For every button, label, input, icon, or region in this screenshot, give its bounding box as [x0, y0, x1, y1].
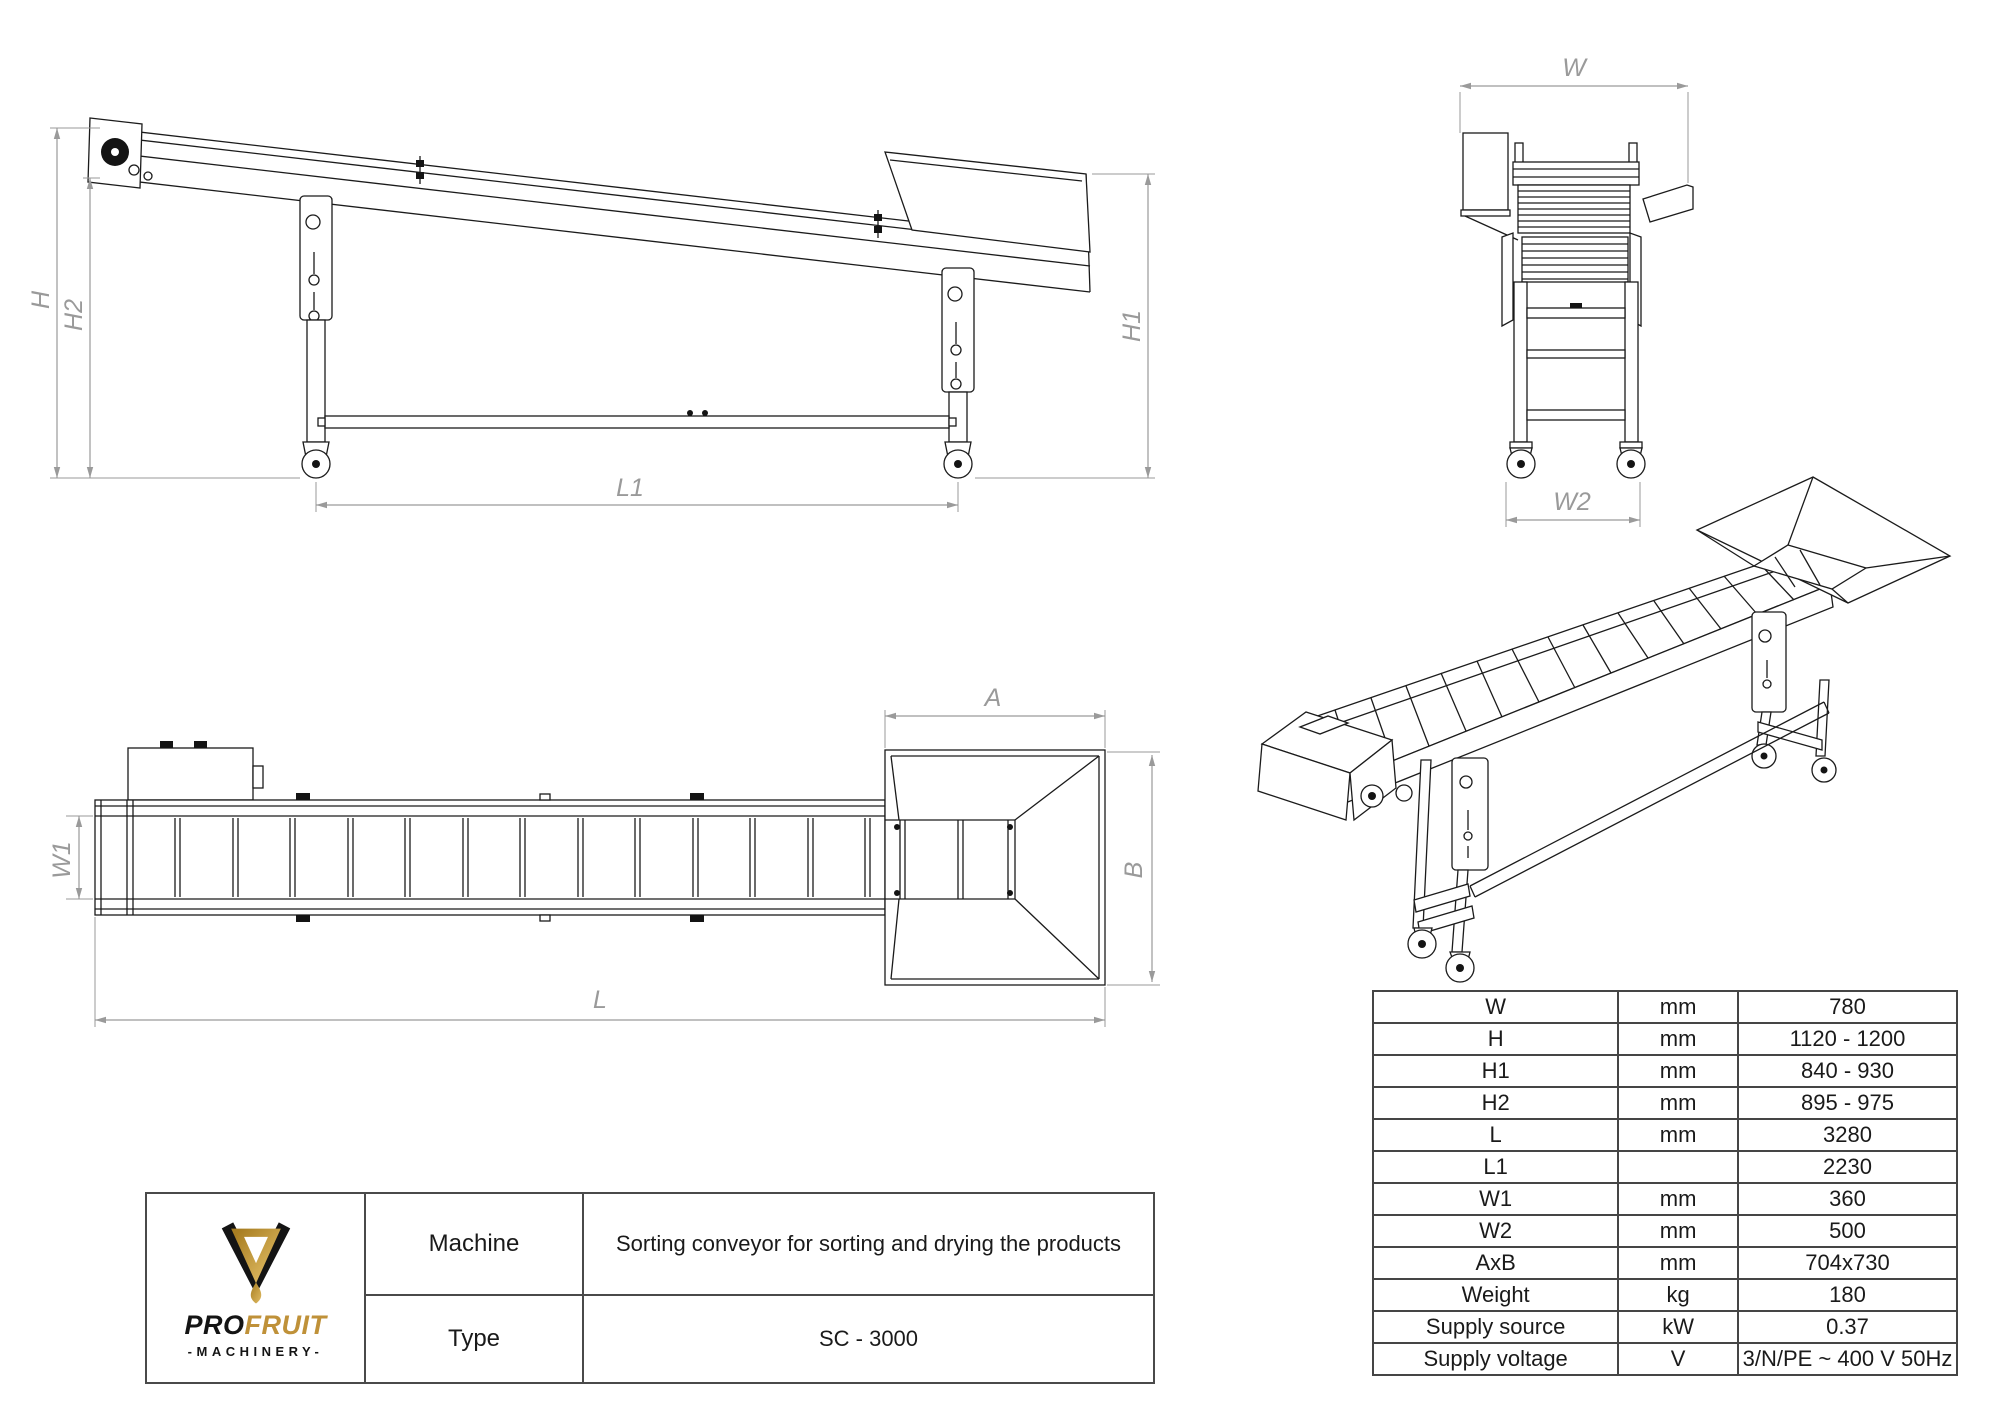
spec-param: Weight: [1371, 1278, 1620, 1312]
spec-unit: mm: [1617, 1214, 1739, 1248]
logo-brand-pro: PRO: [184, 1309, 245, 1340]
spec-param: W1: [1371, 1182, 1620, 1216]
spec-value: 840 - 930: [1736, 1054, 1959, 1088]
spec-value: 180: [1736, 1278, 1959, 1312]
spec-param: W2: [1371, 1214, 1620, 1248]
spec-unit: mm: [1617, 1022, 1739, 1056]
spec-row-axb: AxB mm 704x730: [1371, 1246, 1959, 1280]
profruit-logo: PROFRUIT -MACHINERY-: [147, 1218, 364, 1359]
profruit-logo-icon: [221, 1221, 290, 1304]
spec-value: 895 - 975: [1736, 1086, 1959, 1120]
spec-row-h1: H1 mm 840 - 930: [1371, 1054, 1959, 1088]
iso-hopper: [1695, 476, 1952, 604]
machine-label: Machine: [364, 1192, 584, 1296]
spec-value: 780: [1736, 990, 1959, 1024]
side-drive-pulley: [87, 117, 153, 189]
front-discharge-chute: [1642, 184, 1694, 223]
front-motor-box: [1460, 132, 1519, 241]
dim-label-l1: L1: [616, 474, 644, 502]
spec-unit: kW: [1617, 1310, 1739, 1344]
title-block: PROFRUIT -MACHINERY- Machine Sorting con…: [145, 1192, 1155, 1384]
type-label: Type: [364, 1294, 584, 1384]
front-legs: [1506, 281, 1646, 479]
front-dimensions: W W2: [1459, 54, 1689, 527]
logo-brand: PROFRUIT: [184, 1309, 327, 1340]
spec-param: H: [1371, 1022, 1620, 1056]
iso-view: [1257, 476, 1952, 983]
spec-row-supply-voltage: Supply voltage V 3/N/PE ~ 400 V 50Hz: [1371, 1342, 1959, 1376]
spec-value: 3/N/PE ~ 400 V 50Hz: [1736, 1342, 1959, 1376]
spec-param: H2: [1371, 1086, 1620, 1120]
plan-motor-box: [127, 741, 264, 801]
spec-param: L1: [1371, 1150, 1620, 1184]
spec-value: 704x730: [1736, 1246, 1959, 1280]
spec-value: 500: [1736, 1214, 1959, 1248]
dim-label-a: A: [983, 684, 1002, 712]
plan-hopper: [884, 749, 1106, 986]
spec-value: 360: [1736, 1182, 1959, 1216]
spec-row-w1: W1 mm 360: [1371, 1182, 1959, 1216]
side-right-leg: [941, 267, 975, 479]
type-value: SC - 3000: [582, 1294, 1155, 1384]
spec-unit: kg: [1617, 1278, 1739, 1312]
front-view: W W2: [1459, 54, 1694, 527]
spec-row-weight: Weight kg 180: [1371, 1278, 1959, 1312]
spec-unit: mm: [1617, 1086, 1739, 1120]
spec-value: 0.37: [1736, 1310, 1959, 1344]
dim-label-b: B: [1120, 862, 1148, 879]
spec-value: 1120 - 1200: [1736, 1022, 1959, 1056]
plan-belt: [94, 793, 886, 922]
spec-param: Supply source: [1371, 1310, 1620, 1344]
dim-label-w: W: [1562, 54, 1588, 82]
side-left-leg: [299, 195, 333, 479]
side-cross-rail: [317, 410, 957, 429]
spec-value: 2230: [1736, 1150, 1959, 1184]
spec-row-w: W mm 780: [1371, 990, 1959, 1024]
spec-table: W mm 780 H mm 1120 - 1200 H1 mm 840 - 93…: [1371, 990, 1959, 1376]
spec-unit: V: [1617, 1342, 1739, 1376]
spec-unit: [1617, 1150, 1739, 1184]
spec-unit: mm: [1617, 1054, 1739, 1088]
plan-dimensions: W1 L A B: [48, 684, 1160, 1027]
spec-row-l1: L1 2230: [1371, 1150, 1959, 1184]
logo-cell: PROFRUIT -MACHINERY-: [145, 1192, 366, 1384]
spec-row-h2: H2 mm 895 - 975: [1371, 1086, 1959, 1120]
spec-param: Supply voltage: [1371, 1342, 1620, 1376]
iso-rear-legs: [1751, 611, 1837, 783]
spec-param: AxB: [1371, 1246, 1620, 1280]
side-hopper: [884, 151, 1091, 253]
plan-view: W1 L A B: [48, 684, 1160, 1027]
iso-motor: [1257, 711, 1397, 822]
spec-unit: mm: [1617, 1246, 1739, 1280]
spec-param: H1: [1371, 1054, 1620, 1088]
iso-brace: [1469, 701, 1830, 898]
spec-value: 3280: [1736, 1118, 1959, 1152]
spec-row-h: H mm 1120 - 1200: [1371, 1022, 1959, 1056]
dim-label-h: H: [27, 290, 55, 309]
dim-label-h1: H1: [1118, 310, 1146, 342]
side-dimensions: H H2 H1 L1: [27, 127, 1155, 512]
spec-row-supply-source: Supply source kW 0.37: [1371, 1310, 1959, 1344]
spec-unit: mm: [1617, 990, 1739, 1024]
dim-label-l: L: [593, 986, 607, 1014]
dim-label-w2: W2: [1553, 488, 1591, 516]
dim-label-h2: H2: [60, 299, 88, 331]
front-conveyor-body: [1501, 142, 1642, 328]
iso-front-legs: [1407, 757, 1489, 983]
spec-unit: mm: [1617, 1118, 1739, 1152]
logo-subtitle: -MACHINERY-: [187, 1343, 324, 1359]
spec-param: L: [1371, 1118, 1620, 1152]
spec-param: W: [1371, 990, 1620, 1024]
machine-value: Sorting conveyor for sorting and drying …: [582, 1192, 1155, 1296]
dim-label-w1: W1: [48, 841, 76, 879]
spec-row-w2: W2 mm 500: [1371, 1214, 1959, 1248]
side-view: H H2 H1 L1: [27, 117, 1155, 512]
spec-unit: mm: [1617, 1182, 1739, 1216]
logo-brand-fruit: FRUIT: [244, 1309, 327, 1340]
spec-row-l: L mm 3280: [1371, 1118, 1959, 1152]
